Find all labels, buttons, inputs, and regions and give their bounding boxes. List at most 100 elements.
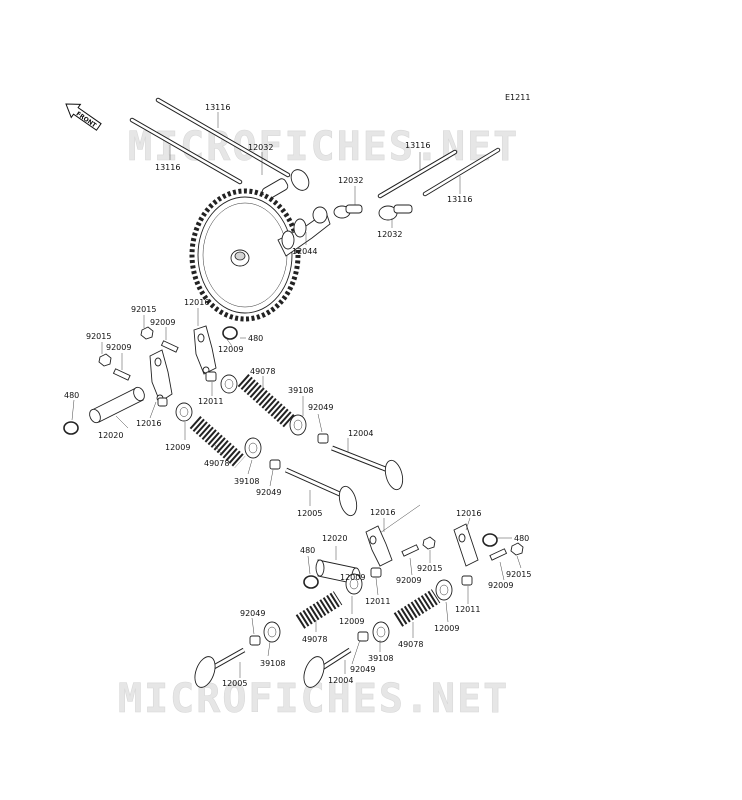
label-retainer-d: 39108 — [368, 654, 393, 663]
circlip-upper-right — [222, 326, 238, 340]
rocker-shaft-upper — [89, 386, 145, 424]
retainer-lower-a — [263, 621, 281, 643]
label-pushrod-a: 13116 — [205, 103, 230, 112]
adjust-screw-upper-a — [112, 368, 131, 381]
pushrod-lower-left — [129, 117, 243, 185]
pushrod-upper-left — [155, 97, 291, 178]
tappet-left — [261, 169, 310, 200]
adjust-screw-lower-b — [489, 548, 508, 561]
front-arrow-icon: FRONT — [65, 103, 102, 131]
collar-lower-b — [461, 575, 473, 586]
retainer-upper-b — [244, 437, 262, 459]
rocker-shaft-lower — [315, 559, 361, 585]
label-pushrod-b: 13116 — [155, 163, 180, 172]
label-rocker-d: 12016 — [456, 509, 481, 518]
washer-upper-b — [175, 402, 193, 422]
exhaust-valve-lower — [303, 647, 352, 688]
label-cotter-a: 92049 — [308, 403, 333, 412]
label-nut-d: 92015 — [506, 570, 531, 579]
watermark-top: MICROFICHES.NET — [128, 124, 519, 170]
label-exhaust-valve-a: 12004 — [348, 429, 373, 438]
label-cotter-b: 92049 — [256, 488, 281, 497]
label-screw-a: 92009 — [150, 318, 175, 327]
label-retainer-a: 39108 — [288, 386, 313, 395]
label-rocker-c: 12016 — [370, 508, 395, 517]
label-washer-c: 12009 — [339, 617, 364, 626]
label-nut-a: 92015 — [131, 305, 156, 314]
adjust-screw-lower-a — [401, 544, 420, 557]
exhaust-valve-upper — [331, 445, 404, 491]
lock-nut-lower-a — [422, 536, 436, 550]
camshaft-lobes — [277, 206, 331, 257]
label-nut-b: 92015 — [86, 332, 111, 341]
collar-lower-a — [370, 567, 382, 578]
intake-valve-lower — [194, 647, 246, 688]
label-circlip-d: 480 — [300, 546, 315, 555]
valve-spring-lower-b — [393, 589, 441, 627]
pushrod-upper-right — [377, 149, 458, 199]
label-exhaust-valve-b: 12004 — [328, 676, 353, 685]
label-intake-valve-a: 12005 — [297, 509, 322, 518]
label-shaft-b: 12020 — [322, 534, 347, 543]
label-tappet-a: 12032 — [248, 143, 273, 152]
lock-nut-lower-b — [510, 542, 524, 556]
circlip-lower-left — [303, 575, 319, 589]
valve-spring-lower-a — [295, 591, 343, 629]
cotter-upper-b — [269, 459, 281, 470]
rocker-arm-lower-b — [453, 523, 479, 567]
label-spring-b: 49078 — [204, 459, 229, 468]
label-collar-b: 12011 — [365, 597, 390, 606]
label-screw-d: 92009 — [488, 581, 513, 590]
label-rocker-b: 12016 — [136, 419, 161, 428]
label-washer-d: 12009 — [434, 624, 459, 633]
label-spring-a: 49078 — [250, 367, 275, 376]
collar-upper-b — [157, 397, 168, 407]
valve-spring-upper-a — [237, 374, 296, 428]
tappet-right — [378, 204, 413, 221]
circlip-upper-left — [63, 421, 79, 435]
tappet-middle — [333, 204, 363, 219]
cotter-lower-b — [357, 631, 369, 642]
rocker-arm-upper-b — [193, 325, 217, 375]
diagram-reference: E1211 — [505, 93, 530, 102]
camshaft-gear — [189, 188, 301, 322]
lock-nut-upper-b — [140, 326, 154, 340]
label-spring-d: 49078 — [398, 640, 423, 649]
label-pushrod-c: 13116 — [405, 141, 430, 150]
intake-valve-upper — [284, 467, 358, 517]
label-washer-b: 12009 — [165, 443, 190, 452]
label-washer-e: 12009 — [340, 573, 365, 582]
retainer-upper-a — [289, 414, 307, 436]
label-pushrod-d: 13116 — [447, 195, 472, 204]
rocker-arm-lower-a — [365, 525, 393, 567]
label-tappet-b: 12032 — [338, 176, 363, 185]
label-screw-c: 92009 — [396, 576, 421, 585]
label-circlip-b: 480 — [64, 391, 79, 400]
label-screw-b: 92009 — [106, 343, 131, 352]
label-rocker-a: 12016 — [184, 298, 209, 307]
lock-nut-upper-a — [98, 353, 112, 367]
adjust-screw-upper-b — [160, 340, 179, 353]
circlip-lower-right — [482, 533, 498, 547]
label-camshaft: 12044 — [292, 247, 317, 256]
label-circlip-c: 480 — [514, 534, 529, 543]
leader-lines — [71, 112, 522, 678]
label-cotter-d: 92049 — [350, 665, 375, 674]
label-retainer-c: 39108 — [260, 659, 285, 668]
label-spring-c: 49078 — [302, 635, 327, 644]
label-collar-a: 12011 — [198, 397, 223, 406]
part-labels: 13116 13116 13116 13116 12032 12032 1203… — [64, 103, 531, 688]
cotter-lower-a — [249, 635, 261, 646]
pushrod-lower-right — [422, 147, 501, 197]
label-circlip-a: 480 — [248, 334, 263, 343]
label-retainer-b: 39108 — [234, 477, 259, 486]
label-washer-a: 12009 — [218, 345, 243, 354]
washer-lower-a — [345, 573, 363, 595]
valve-spring-upper-b — [189, 416, 246, 468]
collar-upper-a — [205, 371, 217, 382]
label-nut-c: 92015 — [417, 564, 442, 573]
retainer-lower-b — [372, 621, 390, 643]
cotter-upper-a — [317, 433, 329, 444]
washer-lower-b — [435, 579, 453, 601]
